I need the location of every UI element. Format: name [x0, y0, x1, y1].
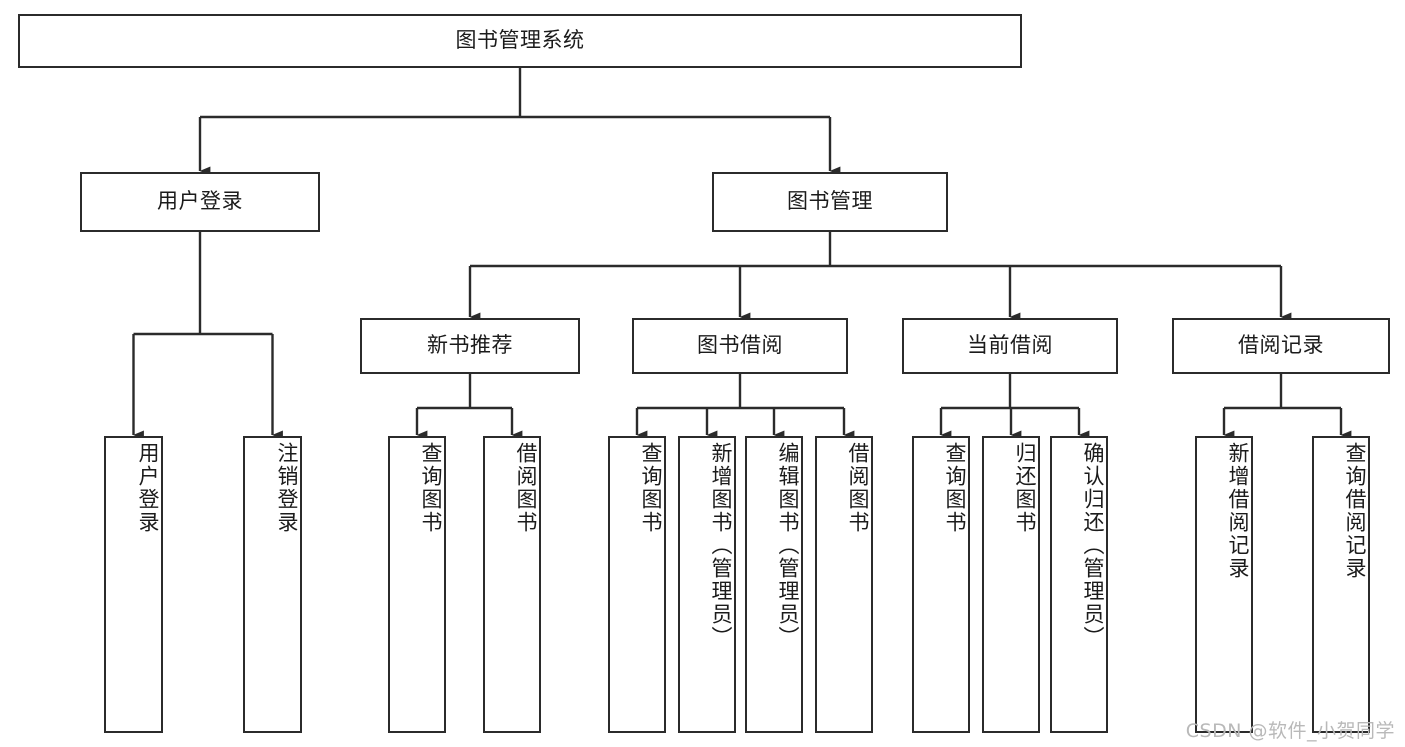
- node-label: 借阅记录: [1238, 333, 1324, 358]
- node-root-system[interactable]: 图书管理系统: [18, 14, 1022, 68]
- node-leaf-查询图书[interactable]: 查询图书: [388, 436, 446, 733]
- node-label: 用户登录: [136, 442, 160, 534]
- node-leaf-用户登录[interactable]: 用户登录: [104, 436, 163, 733]
- connector-lines: [132, 68, 1352, 440]
- csdn-watermark: CSDN @软件_小贺同学: [1185, 720, 1395, 742]
- node-leaf-确认归还管理员[interactable]: 确认归还（管理员）: [1050, 436, 1108, 733]
- node-label: 借阅图书: [846, 442, 870, 534]
- node-leaf-编辑图书管理员[interactable]: 编辑图书（管理员）: [745, 436, 803, 733]
- node-label: 图书管理系统: [455, 28, 585, 53]
- node-l2-图书管理[interactable]: 图书管理: [712, 172, 948, 232]
- node-l3-图书借阅[interactable]: 图书借阅: [632, 318, 848, 374]
- node-leaf-借阅图书[interactable]: 借阅图书: [815, 436, 873, 733]
- node-label: 注销登录: [275, 442, 299, 534]
- node-leaf-归还图书[interactable]: 归还图书: [982, 436, 1040, 733]
- node-label: 图书借阅: [697, 333, 783, 358]
- node-l3-当前借阅[interactable]: 当前借阅: [902, 318, 1118, 374]
- node-label: 查询图书: [639, 442, 663, 534]
- node-label: 新书推荐: [427, 333, 513, 358]
- node-label: 编辑图书（管理员）: [776, 442, 800, 649]
- node-label: 当前借阅: [967, 333, 1053, 358]
- node-leaf-新增图书管理员[interactable]: 新增图书（管理员）: [678, 436, 736, 733]
- node-label: 借阅图书: [514, 442, 538, 534]
- node-label: 归还图书: [1013, 442, 1037, 534]
- node-leaf-查询图书[interactable]: 查询图书: [608, 436, 666, 733]
- node-label: 确认归还（管理员）: [1081, 442, 1105, 649]
- node-label: 查询图书: [943, 442, 967, 534]
- node-leaf-新增借阅记录[interactable]: 新增借阅记录: [1195, 436, 1253, 733]
- node-leaf-借阅图书[interactable]: 借阅图书: [483, 436, 541, 733]
- node-leaf-查询图书[interactable]: 查询图书: [912, 436, 970, 733]
- node-label: 新增图书（管理员）: [709, 442, 733, 649]
- node-leaf-注销登录[interactable]: 注销登录: [243, 436, 302, 733]
- node-label: 新增借阅记录: [1226, 442, 1250, 580]
- node-l3-借阅记录[interactable]: 借阅记录: [1172, 318, 1390, 374]
- node-leaf-查询借阅记录[interactable]: 查询借阅记录: [1312, 436, 1370, 733]
- node-l3-新书推荐[interactable]: 新书推荐: [360, 318, 580, 374]
- node-l2-用户登录[interactable]: 用户登录: [80, 172, 320, 232]
- node-label: 查询图书: [419, 442, 443, 534]
- node-label: 查询借阅记录: [1343, 442, 1367, 580]
- node-label: 图书管理: [787, 189, 873, 214]
- node-label: 用户登录: [157, 189, 243, 214]
